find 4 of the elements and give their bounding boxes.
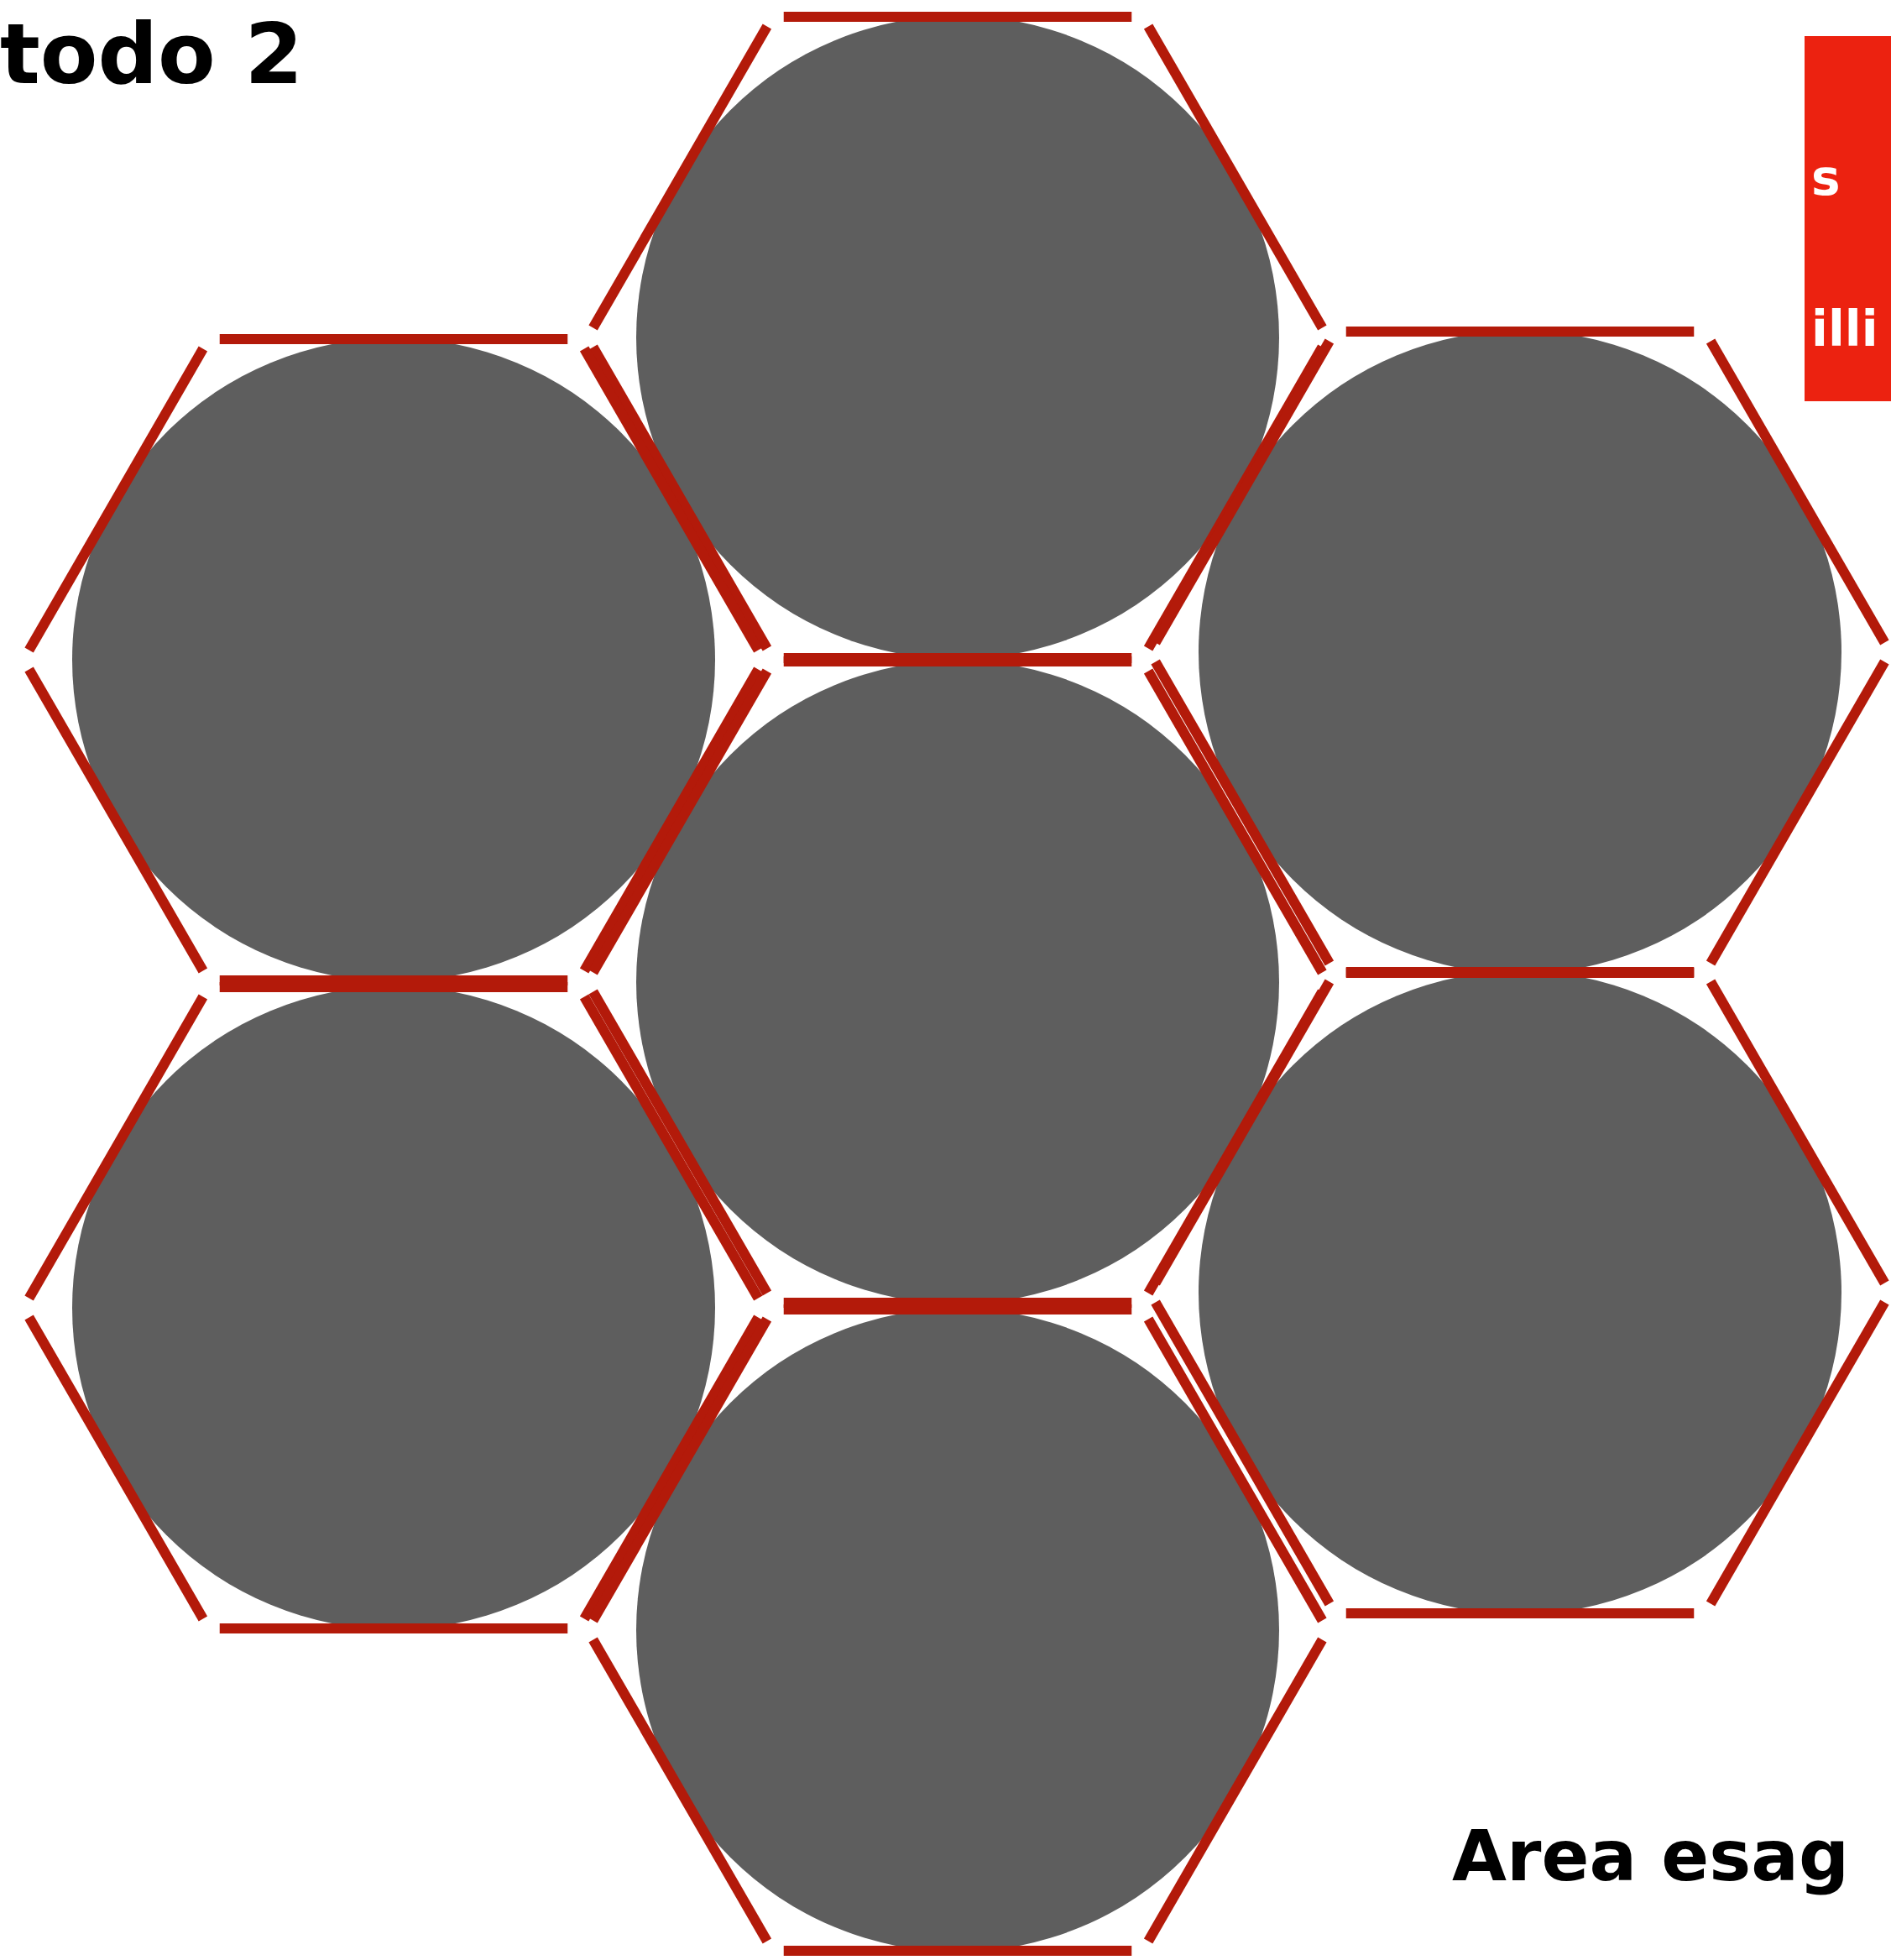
panel-text: s <box>1811 154 1841 202</box>
title: todo 2 <box>0 8 304 101</box>
caption: Area esag <box>1452 1817 1850 1895</box>
panel-text: illi <box>1811 305 1878 353</box>
